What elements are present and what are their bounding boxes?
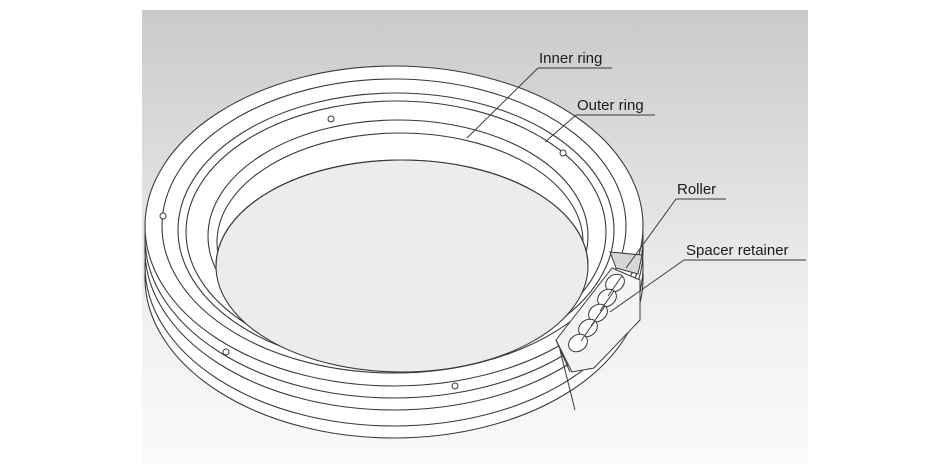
outer-ring-chamfer [161, 78, 627, 374]
mounting-hole [451, 382, 459, 390]
inner-ring [177, 92, 615, 373]
spacer-retainer-parts [580, 275, 623, 342]
leader-spacer-retainer [609, 259, 685, 313]
mounting-holes [159, 115, 567, 390]
bore-top-edge [215, 159, 589, 267]
mounting-hole [222, 348, 230, 356]
mounting-hole [559, 149, 567, 157]
mounting-hole [327, 115, 335, 123]
label-outer-ring: Outer ring [577, 97, 644, 114]
leader-outer-ring [544, 114, 577, 143]
mounting-hole [159, 212, 167, 220]
cut-edge-lower [559, 349, 576, 411]
cutaway-section [555, 251, 643, 411]
leader-lines [466, 67, 806, 313]
bore-opening [215, 159, 589, 373]
leader-inner-ring [466, 67, 539, 139]
leader-roller [625, 198, 677, 269]
label-spacer-retainer: Spacer retainer [686, 242, 789, 259]
label-roller: Roller [677, 181, 716, 198]
label-inner-ring: Inner ring [539, 50, 602, 67]
